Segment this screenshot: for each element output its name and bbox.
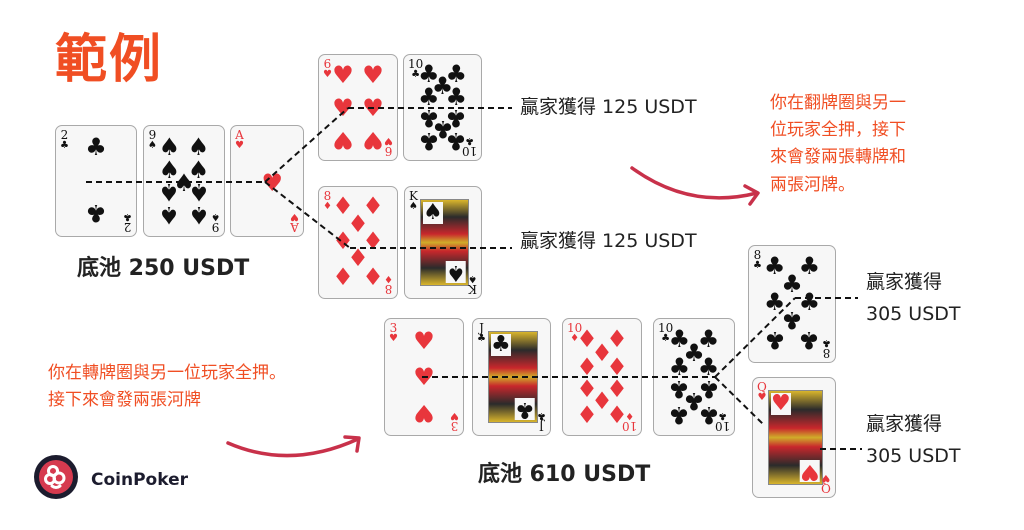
card-10-clubs: 10♣ ♣ ♣ ♣ ♣ ♣ ♣ ♣ ♣ ♣ ♣ 10♣ (653, 318, 735, 436)
club-icon: ♣ ♣ ♣ ♣ ♣ ♣ ♣ ♣ ♣ ♣ (418, 59, 467, 156)
winner-label-top-b: 贏家獲得 125 USDT (520, 230, 697, 252)
diamond-icon: ♦ ♦ ♦ ♦ ♦ ♦ ♦ ♦ ♦ ♦ (576, 325, 628, 429)
turn-pot-label: 底池 610 USDT (478, 462, 651, 487)
page-title: 範例 (55, 30, 164, 90)
card-8-diamonds: 8♦ ♦ ♦ ♦ ♦ ♦ ♦ ♦ ♦ 8♦ (318, 186, 398, 299)
queen-face-image: ♥ ♥ (768, 390, 823, 485)
heart-icon: ♥ (261, 168, 284, 197)
club-icon: ♣ ♣ ♣ ♣ ♣ ♣ ♣ ♣ ♣ ♣ (668, 325, 720, 429)
winner-label-bottom-b: 贏家獲得 305 USDT (866, 413, 961, 468)
arrow-icon (226, 166, 760, 458)
card-king-spades: K♠ ♠ ♠ K♠ (404, 186, 482, 299)
coinpoker-logo-icon (33, 454, 79, 500)
winner-label-bottom-a: 贏家獲得 305 USDT (866, 271, 961, 326)
club-icon: ♣ ♣ (85, 133, 107, 227)
winner-label-top-a: 贏家獲得 125 USDT (520, 96, 697, 118)
card-8-clubs: 8♣ ♣ ♣ ♣ ♣ ♣ ♣ ♣ ♣ 8♣ (748, 245, 836, 363)
flop-pot-label: 底池 250 USDT (77, 256, 250, 281)
king-face-image: ♠ ♠ (420, 199, 469, 286)
club-icon: ♣ ♣ ♣ ♣ ♣ ♣ ♣ ♣ (763, 252, 821, 354)
turn-allin-note: 你在轉牌圈與另一位玩家全押。 接下來會發兩張河牌 (48, 363, 286, 411)
card-6-hearts: 6♥ ♥ ♥ ♥ ♥ ♥ ♥ 6♥ (318, 54, 398, 161)
card-queen-hearts: Q♥ ♥ ♥ Q♥ (752, 377, 836, 498)
flop-allin-note: 你在翻牌圈與另一 位玩家全押，接下 來會發兩張轉牌和 兩張河牌。 (770, 93, 906, 195)
brand-name: CoinPoker (91, 470, 188, 490)
spade-icon: ♠ ♠ ♠ ♠ ♠ ♠ ♠ ♠ ♠ (158, 133, 210, 229)
